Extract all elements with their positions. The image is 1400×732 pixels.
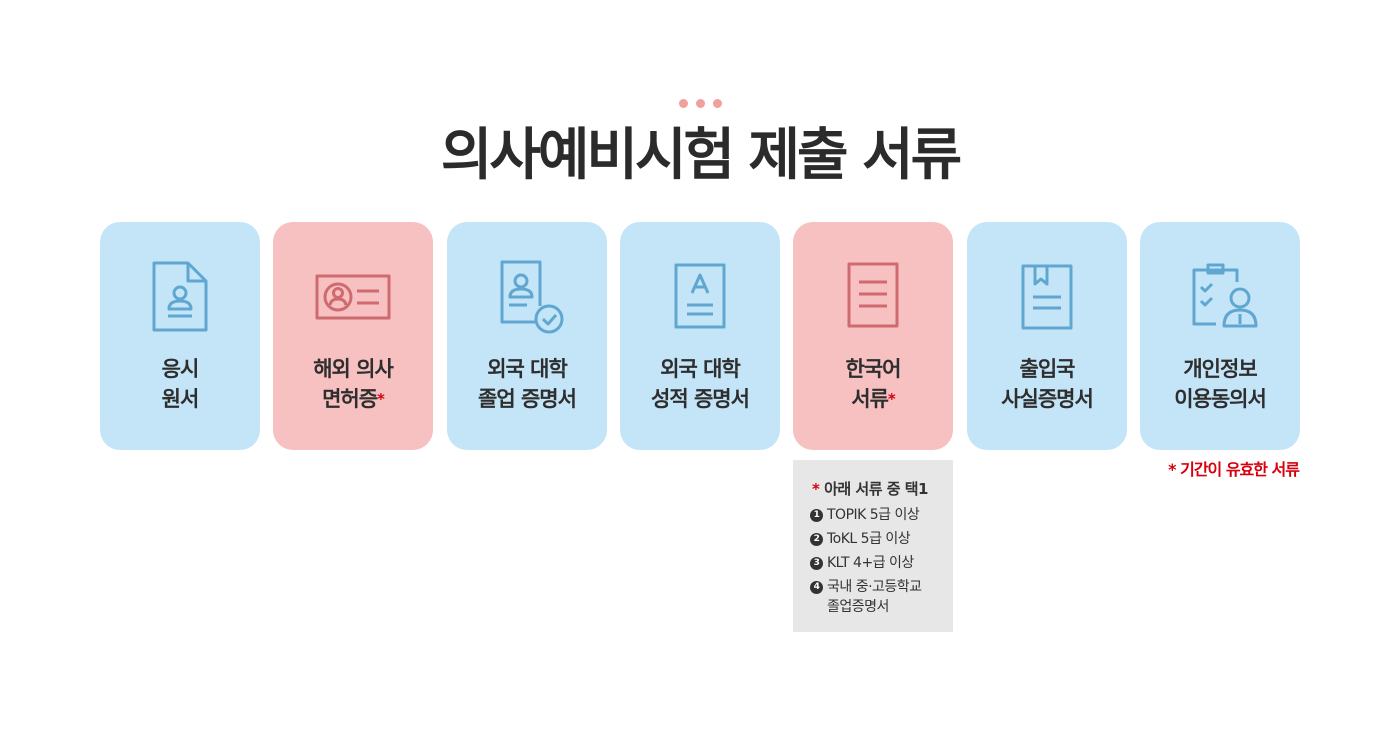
options-asterisk: * [812,480,820,498]
option-text: 국내 중·고등학교 졸업증명서 [827,579,922,615]
card-label-line1: 해외 의사 [313,357,394,381]
clipboard-user-icon [1180,260,1260,334]
dot [712,99,722,108]
options-heading: * 아래 서류 중 택1 [812,479,953,499]
option-text: TOPIK 5급 이상 [827,507,920,523]
lined-document-icon [833,260,913,334]
card-label-line1: 외국 대학 [487,357,568,381]
option-number-badge: 3 [810,557,823,570]
decorative-dots [0,99,1400,108]
card-label-line2: 면허증* [322,387,385,411]
option-number-badge: 4 [810,581,823,594]
page-title: 의사예비시험 제출 서류 [440,123,962,188]
card-foreign-license: 해외 의사 면허증* [273,222,433,450]
grade-document-icon [660,260,740,334]
card-label-line1: 개인정보 [1183,357,1257,381]
card-label: 개인정보 이용동의서 [1140,354,1300,414]
document-person-icon [140,260,220,334]
card-label-line2: 서류* [851,387,896,411]
card-label-line1: 외국 대학 [660,357,741,381]
card-label-line1: 한국어 [845,357,902,381]
card-label: 해외 의사 면허증* [273,354,433,414]
card-label: 외국 대학 성적 증명서 [620,354,780,414]
option-item: 3 KLT 4+급 이상 [810,553,953,573]
card-label-line2: 성적 증명서 [651,387,750,411]
option-item: 4 국내 중·고등학교 졸업증명서 [810,577,953,617]
certificate-check-icon [487,260,567,334]
card-label: 한국어 서류* [793,354,953,414]
card-label-line2: 사실증명서 [1001,387,1094,411]
card-label-line2: 이용동의서 [1174,387,1267,411]
card-label: 출입국 사실증명서 [967,354,1127,414]
option-text: KLT 4+급 이상 [827,555,914,571]
id-card-icon [313,260,393,334]
options-title: 아래 서류 중 택1 [824,480,928,498]
card-immigration-certificate: 출입국 사실증명서 [967,222,1127,450]
option-item: 1 TOPIK 5급 이상 [810,505,953,525]
card-label-line1: 출입국 [1019,357,1076,381]
card-application-form: 응시 원서 [100,222,260,450]
card-label-line2: 원서 [161,387,200,411]
option-number-badge: 2 [810,533,823,546]
card-label: 응시 원서 [100,354,260,414]
card-label-line2: 졸업 증명서 [478,387,577,411]
validity-note: * 기간이 유효한 서류 [1168,460,1300,479]
card-graduation-certificate: 외국 대학 졸업 증명서 [447,222,607,450]
required-asterisk: * [887,390,896,408]
card-korean-document: 한국어 서류* [793,222,953,450]
dot [695,99,705,108]
required-asterisk: * [377,390,385,408]
dot [678,99,688,108]
option-item: 2 ToKL 5급 이상 [810,529,953,549]
card-transcript: 외국 대학 성적 증명서 [620,222,780,450]
option-number-badge: 1 [810,509,823,522]
option-text: ToKL 5급 이상 [827,531,911,547]
card-privacy-consent: 개인정보 이용동의서 [1140,222,1300,450]
card-label-line1: 응시 [161,357,200,381]
card-label: 외국 대학 졸업 증명서 [447,354,607,414]
bookmark-book-icon [1007,260,1087,334]
korean-document-options-box: * 아래 서류 중 택1 1 TOPIK 5급 이상 2 ToKL 5급 이상 … [793,460,953,632]
